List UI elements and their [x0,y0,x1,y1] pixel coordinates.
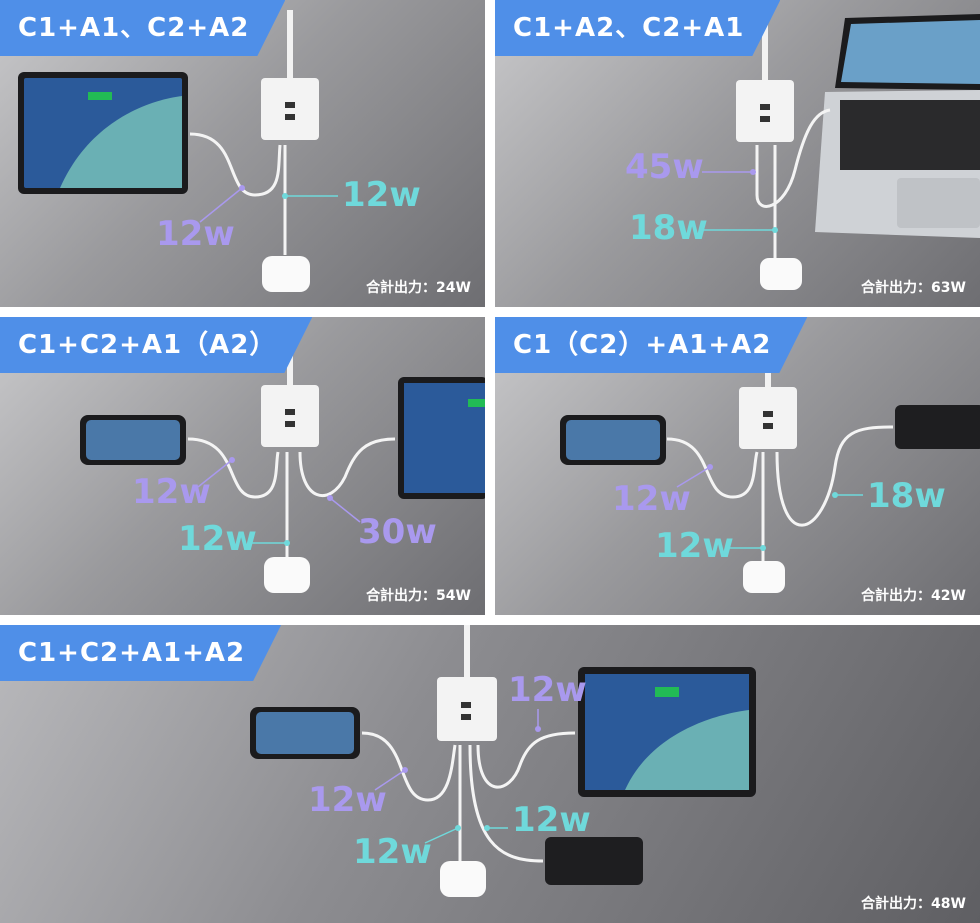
charger [437,677,497,741]
panel-4-illustration [560,317,980,593]
panel-1-label-a: 12w [156,214,235,254]
panel-4: C1（C2）+A1+A2 12w 12w 18w 合計出力：42W [495,317,980,615]
panel-4-label-b: 12w [655,526,734,566]
panel-3: C1+C2+A1（A2） 12w 12w 30w 合計出力：54W [0,317,485,615]
panel-1-label-b: 12w [342,175,421,215]
panel-5-illustration [250,625,756,897]
panel-2: C1+A2、C2+A1 45w 18w 合計出力：63W [495,0,980,307]
panel-3-total: 合計出力：54W [366,588,471,604]
panel-2-label-a: 45w [625,147,704,187]
panel-3-label-c: 30w [358,512,437,552]
panel-5-total: 合計出力：48W [861,896,966,912]
earbuds-case [440,861,486,897]
charger [261,385,319,447]
charger [261,78,319,140]
panel-5-title: C1+C2+A1+A2 [0,625,281,681]
panel-1-title: C1+A1、C2+A2 [0,0,285,56]
panel-3-label-b: 12w [178,519,257,559]
earbuds-case [743,561,785,593]
panel-5: C1+C2+A1+A2 12w 12w 12w 12w 合計出力：48W [0,625,980,923]
panel-2-illustration [700,10,980,290]
panel-3-title: C1+C2+A1（A2） [0,317,312,373]
panel-2-label-b: 18w [629,208,708,248]
panel-5-label-d: 12w [512,800,591,840]
power-bank [545,837,643,885]
charger [736,80,794,142]
panel-4-total: 合計出力：42W [861,588,966,604]
panel-2-title: C1+A2、C2+A1 [495,0,780,56]
charger [739,387,797,449]
panel-4-title: C1（C2）+A1+A2 [495,317,807,373]
earbuds-case [264,557,310,593]
panel-1-total: 合計出力：24W [366,280,471,296]
earbuds-case [760,258,802,290]
panel-5-label-c: 12w [353,832,432,872]
panel-5-label-a: 12w [308,780,387,820]
panel-4-label-a: 12w [612,479,691,519]
earbuds-case [262,256,310,292]
panel-2-total: 合計出力：63W [861,280,966,296]
panel-1: C1+A1、C2+A2 12w 12w 合計出力：24W [0,0,485,307]
panel-3-illustration [80,317,485,593]
panel-1-illustration [18,10,338,292]
power-bank [895,405,980,449]
panel-4-label-c: 18w [867,476,946,516]
panel-3-label-a: 12w [132,472,211,512]
panel-5-label-b: 12w [508,670,587,710]
